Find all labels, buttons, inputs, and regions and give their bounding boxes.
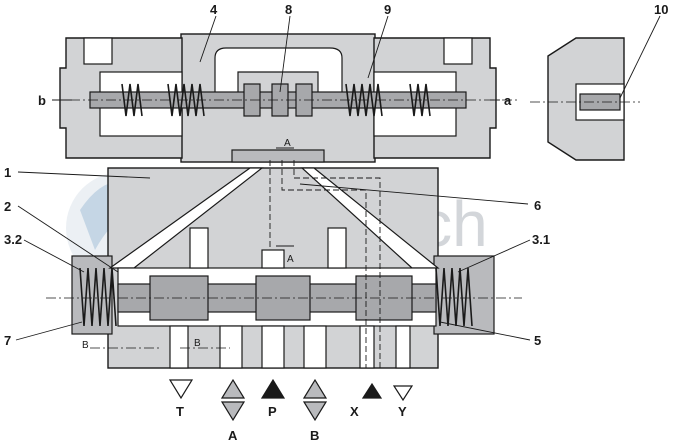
solenoid-b-port <box>83 37 113 65</box>
port-channel-b <box>303 325 327 369</box>
callout-side-b: b <box>38 93 46 108</box>
port-channel-x <box>359 325 375 369</box>
pilot-loop-channel <box>214 47 343 97</box>
port-t-label: T <box>176 404 184 419</box>
callout-6: 6 <box>534 198 541 213</box>
pilot-base-plate <box>231 149 325 163</box>
main-spring-right <box>435 267 473 327</box>
port-channel-t <box>169 325 189 369</box>
pilot-valve <box>52 33 518 163</box>
section-a-upper-label: A <box>284 138 291 149</box>
port-a-symbol-down <box>220 401 246 422</box>
manual-override-detail <box>530 37 640 161</box>
section-b-left-label: B <box>82 340 89 351</box>
upper-channel <box>261 249 285 269</box>
port-x-label: X <box>350 404 359 419</box>
callout-4: 4 <box>210 2 218 17</box>
callout-7: 7 <box>4 333 11 348</box>
section-a-lower-label: A <box>287 254 294 265</box>
section-b-right-label: B <box>194 338 201 349</box>
port-b-label: B <box>310 428 319 443</box>
solenoid-a-port <box>443 37 473 65</box>
port-y-symbol <box>392 385 414 402</box>
port-b-symbol-up <box>302 378 328 399</box>
port-a-symbol-up <box>220 378 246 399</box>
port-p-label: P <box>268 404 277 419</box>
callout-10: 10 <box>654 2 668 17</box>
callout-leaders <box>15 15 661 341</box>
callout-side-a: a <box>504 93 512 108</box>
main-valve <box>46 147 522 369</box>
callout-3-2: 3.2 <box>4 232 22 247</box>
callout-2: 2 <box>4 199 11 214</box>
callout-1: 1 <box>4 165 11 180</box>
upper-channel <box>327 227 347 269</box>
port-a-label: A <box>228 428 238 443</box>
upper-channel <box>189 227 209 269</box>
port-t-symbol <box>168 379 194 400</box>
port-channel-p <box>261 325 285 369</box>
callout-8: 8 <box>285 2 292 17</box>
port-channel-a <box>219 325 243 369</box>
pilot-passage-x <box>281 160 367 368</box>
callout-5: 5 <box>534 333 541 348</box>
port-b-symbol-down <box>302 401 328 422</box>
port-p-symbol <box>260 378 286 399</box>
main-spring-left <box>79 267 117 327</box>
port-channel-y <box>395 325 411 369</box>
port-symbols <box>168 378 414 422</box>
port-x-symbol <box>361 382 383 399</box>
pilot-passage-y <box>293 160 381 368</box>
port-y-label: Y <box>398 404 407 419</box>
callout-9: 9 <box>384 2 391 17</box>
callout-3-1: 3.1 <box>532 232 550 247</box>
